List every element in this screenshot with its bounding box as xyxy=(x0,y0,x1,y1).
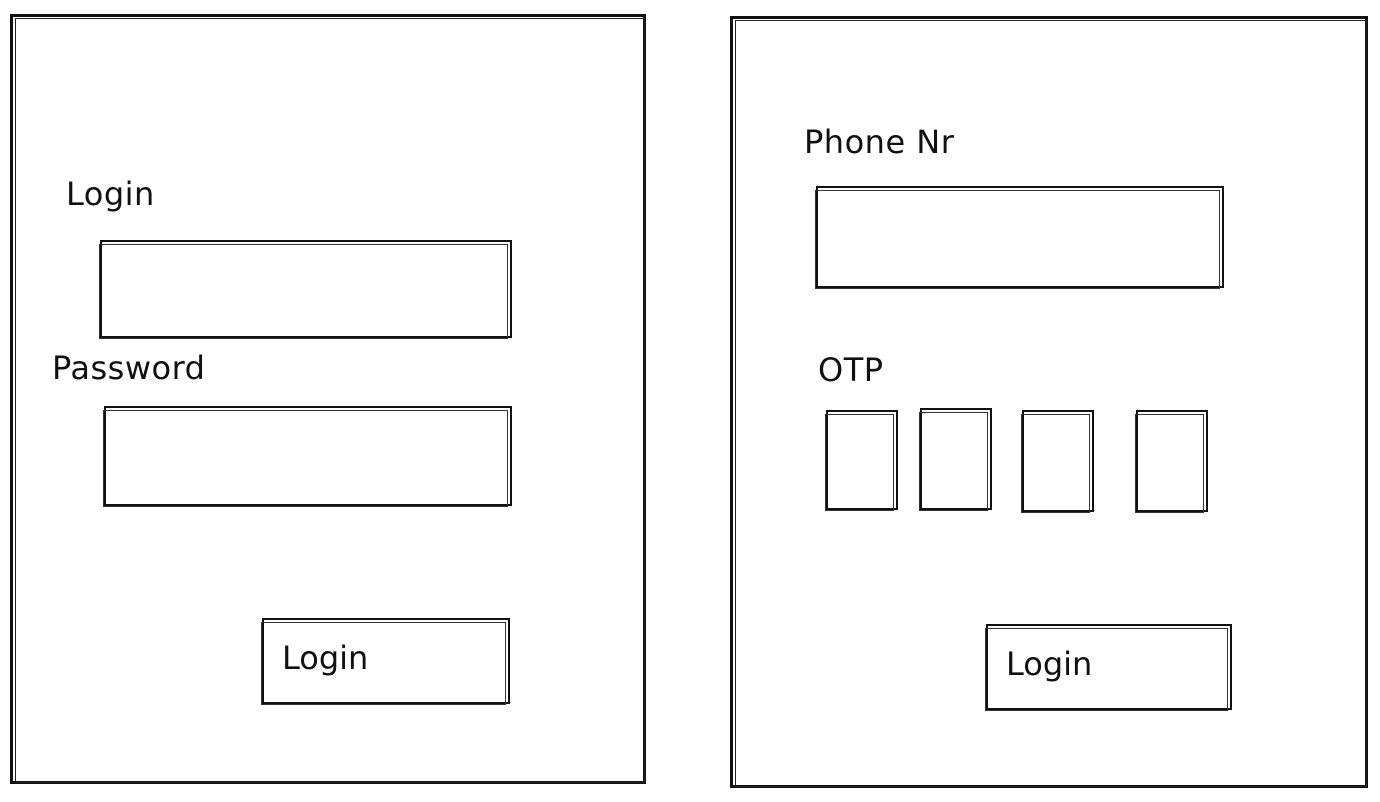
otp-digit-input-1[interactable] xyxy=(825,410,898,511)
otp-field-label: OTP xyxy=(818,351,884,389)
login-field-label: Login xyxy=(66,175,155,213)
phone-input[interactable] xyxy=(815,186,1224,289)
otp-digit-input-2[interactable] xyxy=(919,408,992,511)
password-field-label: Password xyxy=(52,349,206,387)
otp-digit-input-4[interactable] xyxy=(1135,410,1208,513)
login-button[interactable]: Login xyxy=(261,618,510,705)
login-button-label: Login xyxy=(282,639,369,677)
phone-field-label: Phone Nr xyxy=(804,123,955,161)
otp-login-button[interactable]: Login xyxy=(985,624,1232,711)
phone-otp-screen xyxy=(730,16,1368,788)
login-input[interactable] xyxy=(99,240,512,339)
otp-login-button-label: Login xyxy=(1006,645,1093,683)
password-input[interactable] xyxy=(103,406,512,507)
login-password-screen xyxy=(10,14,646,784)
otp-digit-input-3[interactable] xyxy=(1021,410,1094,513)
